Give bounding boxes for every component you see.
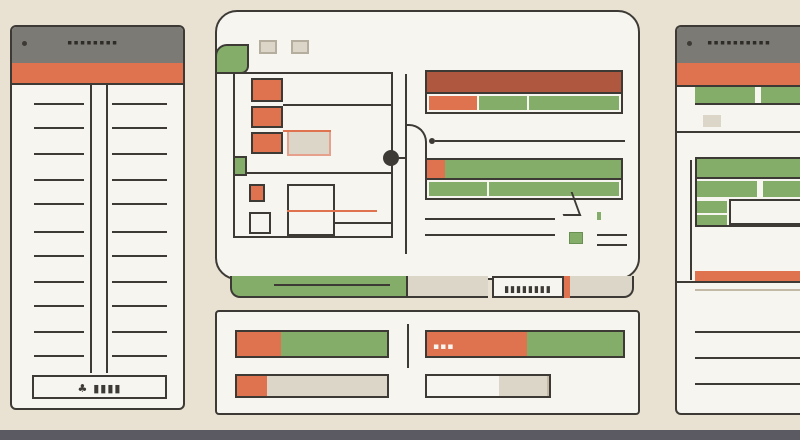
center-window xyxy=(215,10,640,280)
left-panel: ▪▪▪▪▪▪▪▪ ♣ ▮▮▮▮ xyxy=(10,25,185,410)
right-panel-header: ▪▪▪▪▪▪▪▪▪▪ xyxy=(677,27,800,63)
folder-icon[interactable] xyxy=(249,212,271,234)
list-item[interactable] xyxy=(34,153,84,155)
list-item[interactable] xyxy=(34,103,84,105)
list-item[interactable] xyxy=(34,255,84,257)
file-icon[interactable] xyxy=(249,184,265,202)
right-panel: ▪▪▪▪▪▪▪▪▪▪ xyxy=(675,25,800,415)
status-label-box[interactable]: ▮▮▮▮▮▮▮▮ xyxy=(492,276,564,298)
list-item[interactable] xyxy=(112,281,167,283)
footer-button-label: ♣ ▮▮▮▮ xyxy=(77,382,122,395)
list-item[interactable] xyxy=(112,103,167,105)
window-dot-icon xyxy=(687,41,692,46)
tree-marker xyxy=(233,156,247,176)
status-label: ▮▮▮▮▮▮▮▮ xyxy=(504,285,552,295)
left-panel-title: ▪▪▪▪▪▪▪▪ xyxy=(67,38,119,48)
list-item[interactable] xyxy=(112,127,167,129)
list-item[interactable] xyxy=(34,127,84,129)
window-dot-icon xyxy=(22,41,27,46)
tree-item-selected[interactable] xyxy=(287,130,331,156)
bottom-input-2[interactable] xyxy=(425,374,551,398)
right-panel-title: ▪▪▪▪▪▪▪▪▪▪ xyxy=(707,38,772,48)
tree-item-icon[interactable] xyxy=(251,78,283,102)
list-item[interactable] xyxy=(34,281,84,283)
right-progress-2 xyxy=(695,157,800,227)
left-panel-highlight-bar xyxy=(12,63,183,83)
list-item[interactable] xyxy=(112,179,167,181)
left-panel-footer-button[interactable]: ♣ ▮▮▮▮ xyxy=(32,375,167,399)
status-bar: ▮▮▮▮▮▮▮▮ xyxy=(230,276,635,300)
curve-connector-icon xyxy=(405,124,427,160)
list-item[interactable] xyxy=(34,331,84,333)
bottom-input-1[interactable] xyxy=(235,374,389,398)
list-item[interactable] xyxy=(34,355,84,357)
list-item[interactable] xyxy=(34,231,84,233)
bottom-bar-2: ▪▪▪ xyxy=(425,330,625,358)
tree-item-icon[interactable] xyxy=(251,106,283,128)
right-small-toggle[interactable] xyxy=(703,115,721,127)
tree-item-icon[interactable] xyxy=(251,132,283,154)
right-progress-1 xyxy=(695,87,800,105)
progress-block-2 xyxy=(425,158,623,200)
progress-block-1 xyxy=(425,70,623,114)
list-item[interactable] xyxy=(112,305,167,307)
splitter-knob-icon[interactable] xyxy=(383,150,399,166)
status-badge-icon[interactable] xyxy=(569,232,583,244)
list-item[interactable] xyxy=(112,231,167,233)
list-item[interactable] xyxy=(112,355,167,357)
list-item[interactable] xyxy=(112,153,167,155)
list-item[interactable] xyxy=(34,203,84,205)
list-item[interactable] xyxy=(112,203,167,205)
bottom-bar-1 xyxy=(235,330,389,358)
list-item[interactable] xyxy=(34,179,84,181)
bottom-badge-label: ▪▪▪ xyxy=(433,342,455,352)
status-bar-green-segment xyxy=(230,276,408,298)
status-check-icon xyxy=(597,212,601,220)
toolbar-list-icon[interactable] xyxy=(291,40,309,54)
list-item[interactable] xyxy=(112,331,167,333)
left-panel-header: ▪▪▪▪▪▪▪▪ xyxy=(12,27,183,63)
list-item[interactable] xyxy=(112,255,167,257)
desktop-bottom-edge xyxy=(0,430,800,440)
window-tab[interactable] xyxy=(215,44,249,74)
list-item[interactable] xyxy=(34,305,84,307)
toolbar-grid-icon[interactable] xyxy=(259,40,277,54)
bottom-panel: ▪▪▪ xyxy=(215,310,640,415)
small-dot-icon xyxy=(429,138,435,144)
